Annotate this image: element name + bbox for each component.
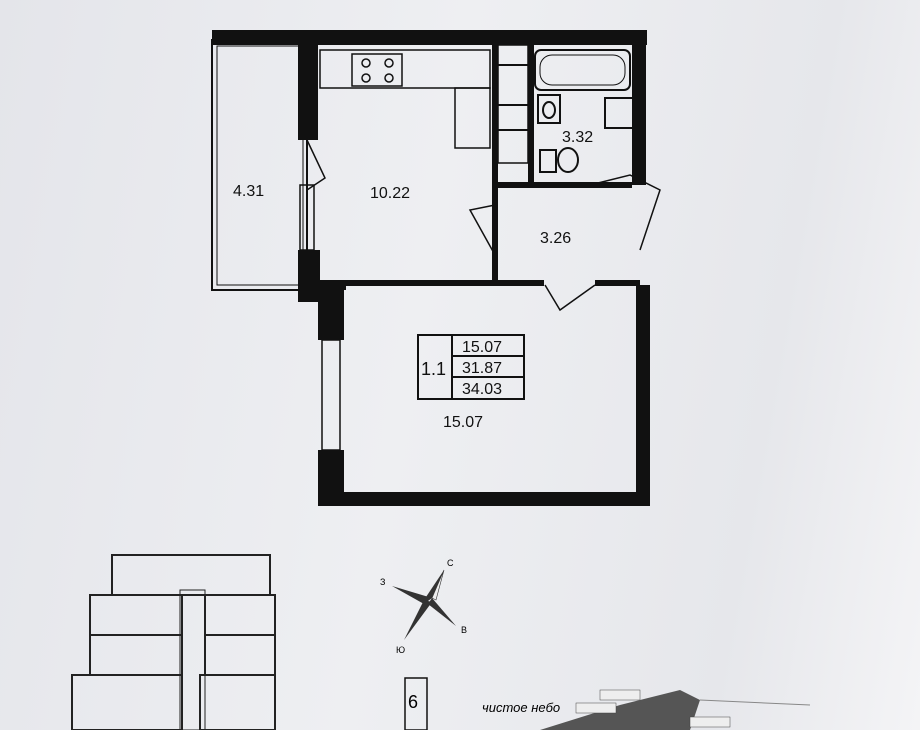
compass-east: В [461, 625, 467, 635]
living-area: 15.07 [462, 339, 502, 356]
walls [212, 30, 650, 506]
bathroom-area: 3.32 [562, 129, 593, 146]
floor-overview [71, 554, 276, 730]
compass-south: Ю [396, 645, 405, 655]
toilet-icon [557, 147, 579, 173]
section-badge [404, 677, 428, 730]
compass-west: З [380, 577, 385, 587]
kitchen-counter [319, 49, 491, 89]
room-door [544, 284, 596, 312]
balcony-door [306, 139, 326, 191]
compass-north: С [447, 558, 454, 568]
sink [454, 87, 491, 149]
compass-icon [392, 569, 456, 640]
washbasin-icon [537, 94, 561, 124]
logo: чистое небо [482, 700, 560, 715]
balcony-area: 4.31 [233, 183, 264, 200]
living-room-area: 15.07 [443, 414, 483, 431]
kitchen-area: 10.22 [370, 185, 410, 202]
hall-area: 3.26 [540, 230, 571, 247]
kitchen-door [468, 204, 496, 256]
unit-type: 1.1 [421, 359, 446, 379]
unit-badge [417, 334, 525, 400]
washing-machine-icon [604, 97, 634, 129]
stove-icon [351, 53, 403, 87]
site-plan [540, 689, 811, 730]
total-with-balcony: 34.03 [462, 381, 502, 398]
bathtub-icon [534, 49, 631, 91]
total-area: 31.87 [462, 360, 502, 377]
section-number: 6 [408, 692, 418, 712]
room-window [321, 339, 341, 451]
balcony-outline [211, 39, 308, 291]
